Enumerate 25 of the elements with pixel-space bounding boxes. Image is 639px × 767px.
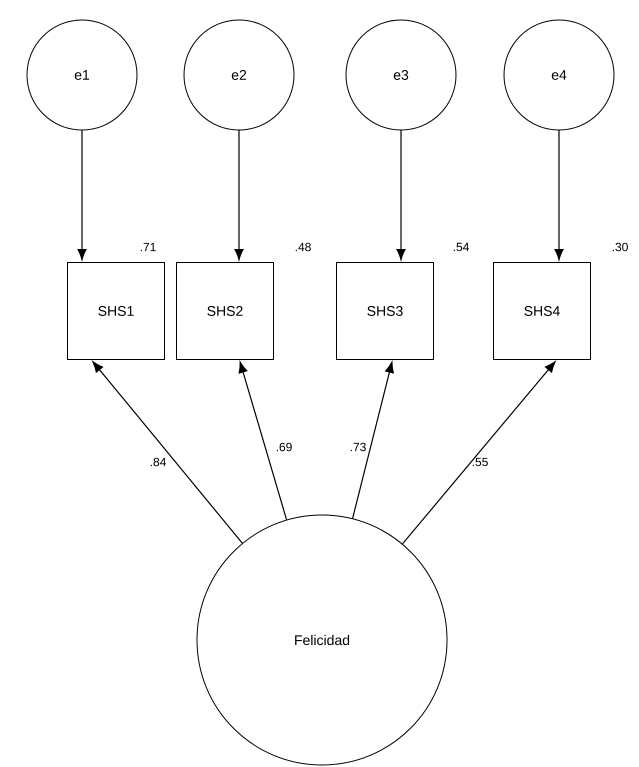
edge-label: .73: [350, 442, 366, 452]
circle-node: e2: [184, 19, 294, 130]
circle-node: e4: [504, 19, 614, 130]
r-squared-label: .71: [140, 242, 156, 252]
arrow: [238, 362, 288, 520]
r-squared-label: .48: [296, 242, 311, 252]
arrow: [396, 130, 406, 260]
arrow: [352, 362, 394, 518]
variable-box: SHS2: [176, 262, 274, 360]
edge-label: .55: [472, 458, 488, 466]
edge-label: .69: [276, 442, 292, 452]
arrow: [234, 130, 244, 260]
arrow: [92, 361, 243, 544]
circle-node: e3: [346, 19, 456, 130]
arrow: [402, 361, 556, 544]
circle-node: Felicidad: [196, 514, 448, 766]
circle-node: e1: [26, 19, 138, 130]
r-squared-label: .54: [454, 242, 469, 252]
variable-box: SHS1: [67, 262, 165, 360]
variable-box: SHS3: [336, 262, 434, 360]
arrow: [77, 130, 87, 260]
edge-label: .84: [150, 458, 166, 466]
variable-box: SHS4: [493, 262, 591, 360]
r-squared-label: .30: [612, 242, 628, 252]
arrow: [554, 130, 564, 260]
